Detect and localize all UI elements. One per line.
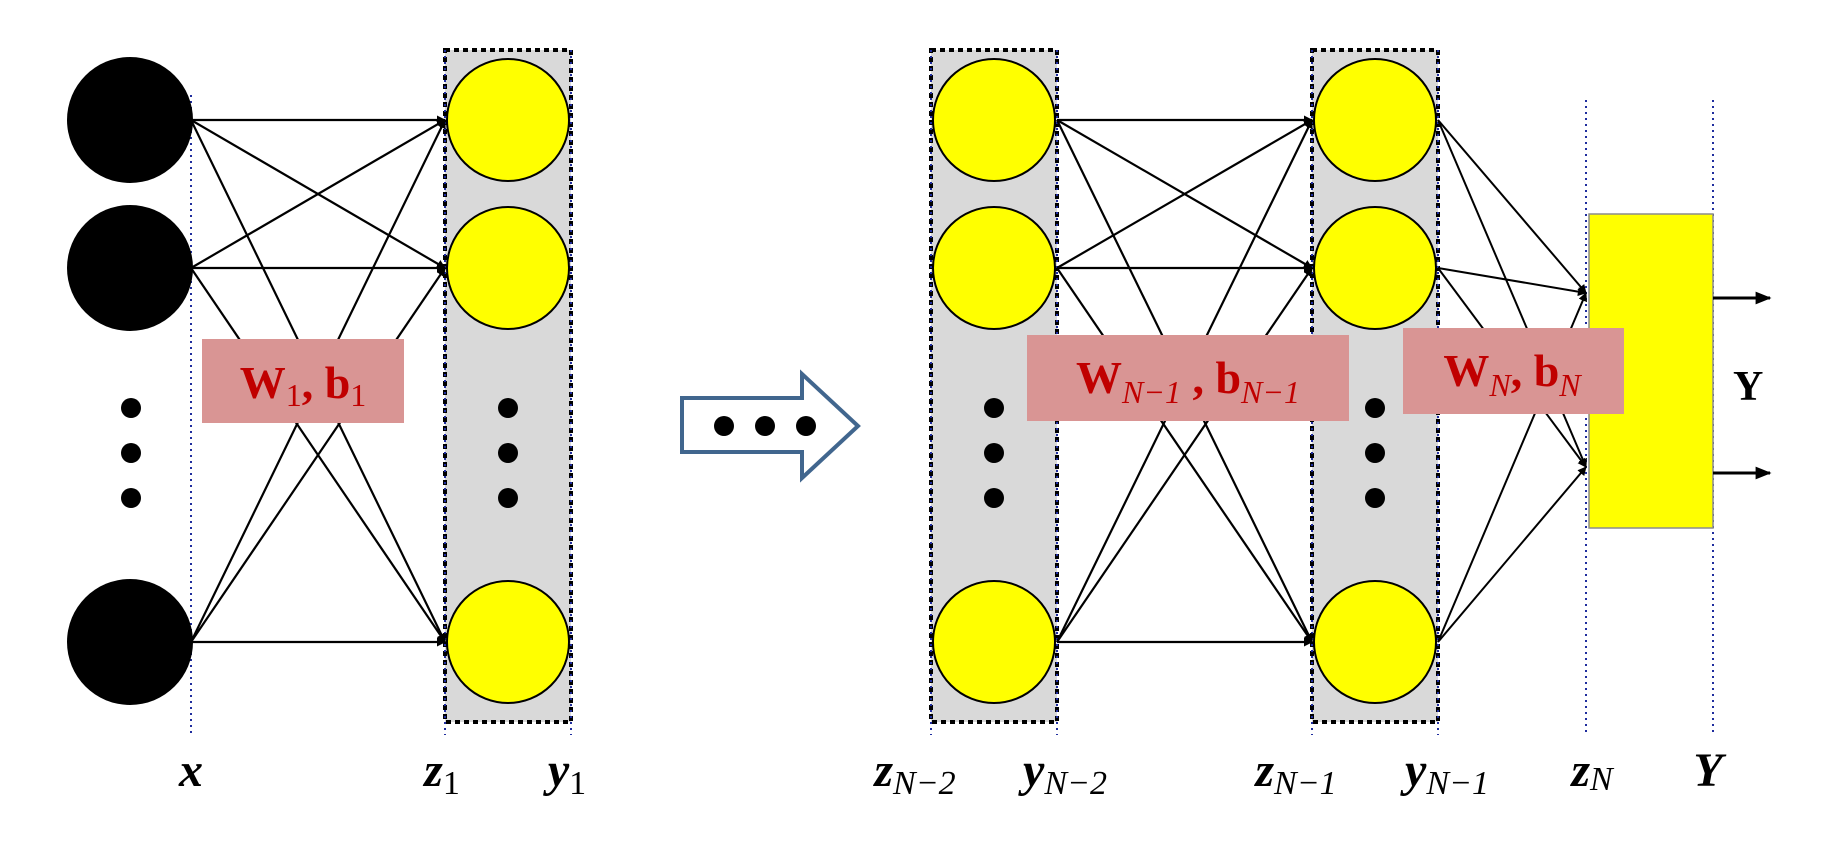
weight-main: W <box>1443 345 1489 396</box>
label-main: y <box>1400 744 1427 797</box>
weight-box <box>1403 328 1624 414</box>
weight-main: W <box>1076 352 1122 403</box>
edge <box>1056 267 1313 643</box>
label-main: z <box>1569 744 1590 797</box>
bottom-labels: x z1 y1 zN−2 yN−2 zN−1 yN−1 zN Y <box>178 744 1726 802</box>
weight-text: W1, b1 <box>240 357 367 413</box>
neuron <box>1313 580 1437 704</box>
weight-sep: , <box>302 357 325 408</box>
bias-sub: 1 <box>350 377 366 413</box>
output-label: Y <box>1733 364 1763 410</box>
label-main: y <box>1018 744 1045 797</box>
bias-main: b <box>1534 345 1560 396</box>
layer1-neurons <box>446 58 570 704</box>
neuron <box>446 58 570 182</box>
weight-sep: , <box>1181 352 1216 403</box>
label-sub: N−2 <box>892 765 956 802</box>
weight-label-layer1: W1, b1 <box>202 339 404 423</box>
weight-label-layerN1: WN−1 , bN−1 <box>1027 335 1349 421</box>
neuron <box>1313 58 1437 182</box>
layerN2-neurons <box>932 58 1056 704</box>
weight-sub: N−1 <box>1121 374 1181 410</box>
edge <box>190 267 446 643</box>
input-neuron <box>67 579 193 705</box>
weight-box <box>202 339 404 423</box>
neuron <box>446 580 570 704</box>
input-layer <box>67 57 193 705</box>
label-sub: N−1 <box>1425 765 1489 802</box>
layerN1-neurons <box>1313 58 1437 704</box>
label-y1: y1 <box>543 744 586 802</box>
edge <box>1437 119 1587 294</box>
weight-text: WN, bN <box>1443 345 1582 403</box>
weight-text: WN−1 , bN−1 <box>1076 352 1300 410</box>
label-main: Y <box>1693 744 1726 797</box>
label-main: y <box>543 744 570 797</box>
label-sub: N−2 <box>1043 765 1107 802</box>
label-zN2: zN−2 <box>872 744 955 802</box>
bias-main: b <box>1215 352 1241 403</box>
label-sub: N−1 <box>1273 765 1337 802</box>
weight-sub: 1 <box>286 377 302 413</box>
label-sub: N <box>1589 761 1615 798</box>
label-main: z <box>872 744 893 797</box>
label-sub: 1 <box>569 765 586 802</box>
neuron <box>932 580 1056 704</box>
label-zN1: zN−1 <box>1253 744 1336 802</box>
edge <box>1437 267 1587 297</box>
neuron <box>932 206 1056 330</box>
vertical-ellipsis-icon <box>984 398 1004 508</box>
label-zN: zN <box>1569 744 1615 798</box>
weight-main: W <box>240 357 286 408</box>
label-x: x <box>178 744 203 797</box>
weight-label-layerN: WN, bN <box>1403 328 1624 414</box>
weight-box <box>1027 335 1349 421</box>
weight-sub: N <box>1488 367 1512 403</box>
vertical-ellipsis-icon <box>121 398 141 508</box>
input-neuron <box>67 205 193 331</box>
edge <box>1437 119 1587 468</box>
bias-sub: N <box>1558 367 1582 403</box>
neuron <box>446 206 570 330</box>
vertical-ellipsis-icon <box>1365 398 1385 508</box>
label-yN2: yN−2 <box>1018 744 1107 802</box>
bias-main: b <box>325 357 351 408</box>
edge <box>1437 466 1587 643</box>
bias-sub: N−1 <box>1240 374 1300 410</box>
edge <box>1056 119 1313 269</box>
label-main: z <box>422 744 443 797</box>
label-main: x <box>178 744 203 797</box>
label-z1: z1 <box>422 744 460 802</box>
label-Y: Y <box>1693 744 1726 797</box>
label-main: z <box>1253 744 1274 797</box>
weight-sep: , <box>1511 345 1534 396</box>
guide-lines <box>190 50 1714 735</box>
right-arrow-ellipsis-icon <box>680 369 861 483</box>
neuron <box>1313 206 1437 330</box>
edge <box>190 119 446 269</box>
input-neuron <box>67 57 193 183</box>
neuron <box>932 58 1056 182</box>
label-yN1: yN−1 <box>1400 744 1489 802</box>
label-sub: 1 <box>443 765 460 802</box>
vertical-ellipsis-icon <box>498 398 518 508</box>
